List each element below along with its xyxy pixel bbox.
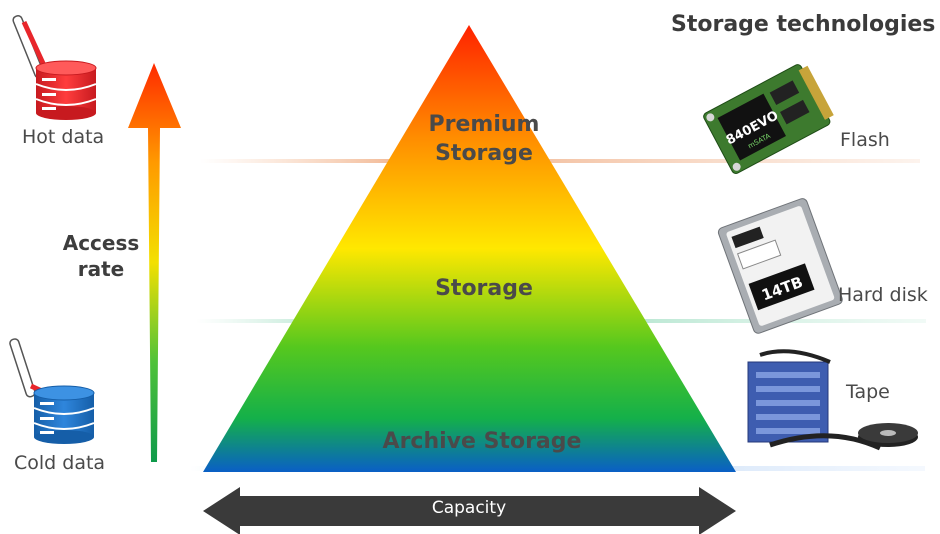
tech-tape-label: Tape (846, 381, 890, 403)
diagram-title: Storage technologies (671, 12, 936, 37)
access-rate-arrow (128, 63, 181, 462)
cold-data-label: Cold data (14, 452, 106, 474)
hot-data-label: Hot data (22, 126, 105, 148)
flash-ssd-icon: 840EVO mSATA (703, 64, 834, 174)
hot-database-icon (12, 14, 97, 120)
capacity-arrow (203, 487, 736, 534)
tech-flash-label: Flash (840, 129, 890, 151)
tier-premium-text: Premium Storage (428, 112, 540, 166)
tier-archive-storage: Archive Storage (382, 429, 582, 454)
tech-hard-disk-label: Hard disk (838, 284, 928, 306)
tier-premium-storage: Premium Storage (397, 110, 571, 168)
tape-icon (747, 349, 918, 451)
hard-disk-icon: 14TB (717, 198, 843, 334)
access-rate-label: Access rate (60, 230, 142, 282)
storage-pyramid (203, 25, 736, 472)
tier-line-flash (200, 159, 920, 163)
tier-storage: Storage (435, 276, 533, 301)
access-rate-text: Access rate (62, 231, 140, 281)
capacity-label: Capacity (431, 498, 507, 518)
cold-database-icon (9, 338, 95, 444)
